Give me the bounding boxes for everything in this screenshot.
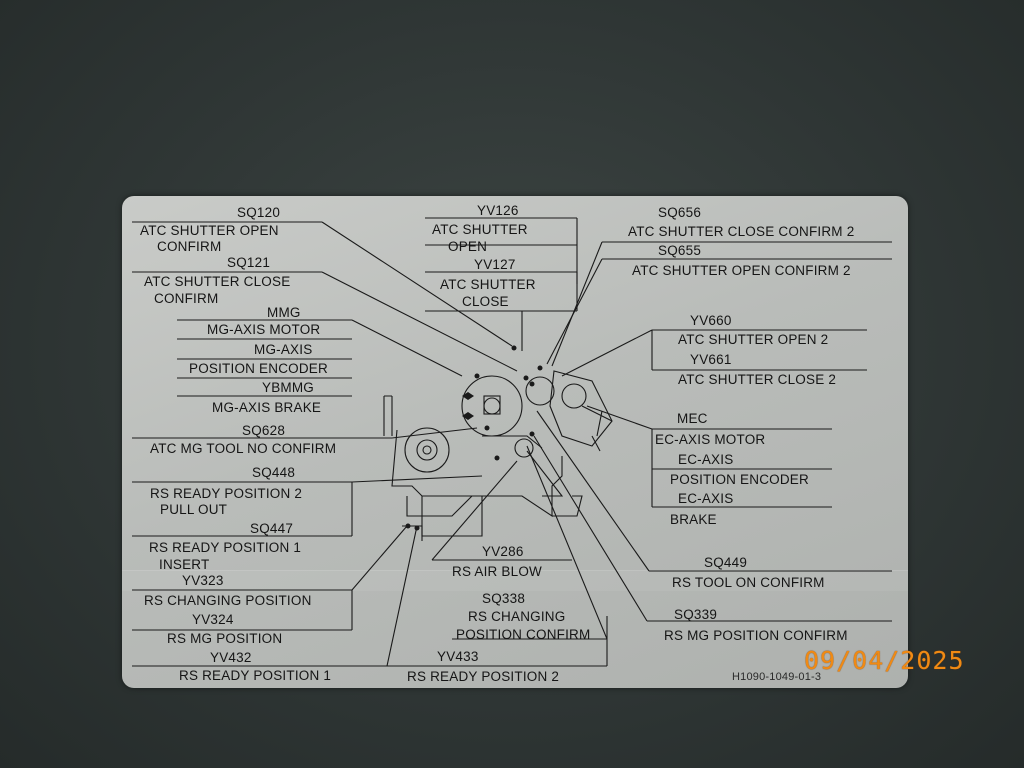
label-mg-axis: MG-AXIS bbox=[254, 342, 313, 357]
label-yv432: YV432 bbox=[210, 650, 252, 665]
label-rs-changing-position: RS CHANGING POSITION bbox=[144, 593, 312, 608]
label-position-encoder-mg: POSITION ENCODER bbox=[189, 361, 328, 376]
label-rs-ready-position-1-insert-1: RS READY POSITION 1 bbox=[149, 540, 302, 555]
document-number: H1090-1049-01-3 bbox=[732, 671, 822, 683]
label-atc-shutter-open-1: ATC SHUTTER bbox=[432, 222, 528, 237]
label-position-encoder-ec: POSITION ENCODER bbox=[670, 472, 809, 487]
label-rs-mg-position-confirm: RS MG POSITION CONFIRM bbox=[664, 628, 848, 643]
label-yv126: YV126 bbox=[477, 203, 519, 218]
label-atc-shutter-open-2: ATC SHUTTER OPEN 2 bbox=[678, 332, 829, 347]
label-mmg: MMG bbox=[267, 305, 301, 320]
label-rs-changing-1: RS CHANGING bbox=[468, 609, 566, 624]
label-rs-ready-position-2-pull-out-2: PULL OUT bbox=[160, 502, 228, 517]
label-atc-shutter-close-confirm-1: ATC SHUTTER CLOSE bbox=[144, 274, 291, 289]
label-sq338: SQ338 bbox=[482, 591, 526, 606]
label-mg-axis-motor: MG-AXIS MOTOR bbox=[207, 322, 321, 337]
label-rs-ready-position-2-pull-out-1: RS READY POSITION 2 bbox=[150, 486, 303, 501]
label-sq120: SQ120 bbox=[237, 205, 281, 220]
label-sq448: SQ448 bbox=[252, 465, 296, 480]
label-atc-shutter-close-confirm-2: CONFIRM bbox=[154, 291, 219, 306]
label-atc-shutter-close-confirm-2: ATC SHUTTER CLOSE CONFIRM 2 bbox=[628, 224, 855, 239]
label-ec-axis-1: EC-AXIS bbox=[678, 452, 734, 467]
label-atc-shutter-open-confirm-2: ATC SHUTTER OPEN CONFIRM 2 bbox=[632, 263, 851, 278]
label-sq447: SQ447 bbox=[250, 521, 294, 536]
label-position-confirm: POSITION CONFIRM bbox=[456, 627, 591, 642]
label-yv127: YV127 bbox=[474, 257, 516, 272]
label-rs-ready-position-1-insert-2: INSERT bbox=[159, 557, 210, 572]
label-yv433: YV433 bbox=[437, 649, 479, 664]
label-brake: BRAKE bbox=[670, 512, 717, 527]
label-atc-mg-tool-no-confirm: ATC MG TOOL NO CONFIRM bbox=[150, 441, 337, 456]
label-rs-mg-position: RS MG POSITION bbox=[167, 631, 283, 646]
label-sq655: SQ655 bbox=[658, 243, 702, 258]
label-sq628: SQ628 bbox=[242, 423, 286, 438]
label-rs-tool-on-confirm: RS TOOL ON CONFIRM bbox=[672, 575, 825, 590]
label-ec-axis-2: EC-AXIS bbox=[678, 491, 734, 506]
nameplate: SQ120 ATC SHUTTER OPEN CONFIRM SQ121 ATC… bbox=[122, 196, 908, 688]
label-ybmmg: YBMMG bbox=[262, 380, 315, 395]
label-mg-axis-brake: MG-AXIS BRAKE bbox=[212, 400, 322, 415]
label-atc-shutter-open-2: OPEN bbox=[448, 239, 488, 254]
label-yv286: YV286 bbox=[482, 544, 524, 559]
label-sq121: SQ121 bbox=[227, 255, 271, 270]
label-yv324: YV324 bbox=[192, 612, 234, 627]
leader-lines bbox=[132, 217, 892, 667]
label-mec: MEC bbox=[677, 411, 708, 426]
label-rs-air-blow: RS AIR BLOW bbox=[452, 564, 542, 579]
photo-date-stamp: 09/04/2025 bbox=[804, 646, 965, 675]
label-ec-axis-motor: EC-AXIS MOTOR bbox=[655, 432, 766, 447]
label-atc-shutter-open-confirm-1: ATC SHUTTER OPEN bbox=[140, 223, 279, 238]
label-rs-ready-position-1: RS READY POSITION 1 bbox=[179, 668, 332, 683]
label-yv660: YV660 bbox=[690, 313, 732, 328]
label-sq656: SQ656 bbox=[658, 205, 702, 220]
label-atc-shutter-close-2: CLOSE bbox=[462, 294, 509, 309]
label-atc-shutter-open-confirm-2: CONFIRM bbox=[157, 239, 222, 254]
tape-strip bbox=[122, 570, 908, 591]
label-rs-ready-position-2: RS READY POSITION 2 bbox=[407, 669, 560, 684]
label-sq339: SQ339 bbox=[674, 607, 718, 622]
label-sq449: SQ449 bbox=[704, 555, 748, 570]
label-yv661: YV661 bbox=[690, 352, 732, 367]
label-yv323: YV323 bbox=[182, 573, 224, 588]
label-atc-shutter-close-1: ATC SHUTTER bbox=[440, 277, 536, 292]
label-atc-shutter-close-2: ATC SHUTTER CLOSE 2 bbox=[678, 372, 837, 387]
